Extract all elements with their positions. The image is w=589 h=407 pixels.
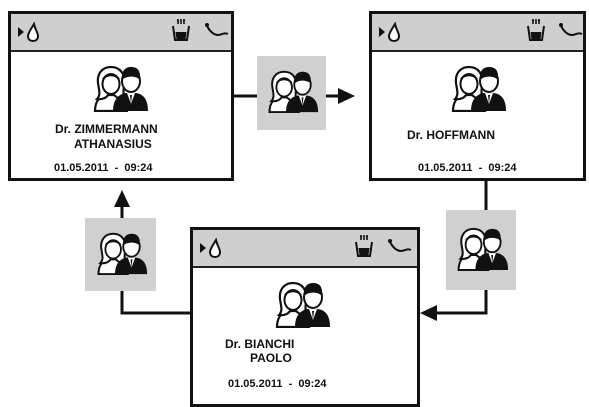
user-name-line1: Dr. BIANCHI [225,337,295,351]
separator: - [114,162,119,174]
hose-icon[interactable] [558,21,584,39]
cup-dispense-icon[interactable] [354,234,374,258]
time: 09:24 [298,378,327,390]
two-users-icon [271,280,331,328]
status-bar [193,230,417,268]
two-users-icon [89,64,149,112]
date-time: 01.05.2011 - 09:24 [418,162,517,174]
hose-icon[interactable] [204,21,230,39]
play-drop-icon[interactable] [199,238,225,258]
user-screen-2: Dr. HOFFMANN 01.05.2011 - 09:24 [369,11,586,181]
cup-dispense-icon[interactable] [171,18,191,42]
switch-user-icon [93,231,148,275]
status-bar [11,14,231,52]
status-bar [372,14,583,52]
hose-icon[interactable] [387,237,413,255]
arrow-head-up [114,190,130,207]
separator: - [288,378,293,390]
arrow-head-left [420,305,437,321]
user-screen-3: Dr. BIANCHI PAOLO 01.05.2011 - 09:24 [190,227,420,407]
user-screen-1: Dr. ZIMMERMANN ATHANASIUS 01.05.2011 - 0… [8,11,234,181]
date: 01.05.2011 [418,162,473,174]
switch-user-tile-right[interactable] [446,210,516,290]
play-drop-icon[interactable] [17,22,43,42]
date-time: 01.05.2011 - 09:24 [54,162,153,174]
arrow-head-right [338,88,355,104]
user-name-line1: Dr. HOFFMANN [407,128,495,142]
play-drop-icon[interactable] [378,22,404,42]
user-name-line2: ATHANASIUS [74,137,152,151]
user-name-line2: PAOLO [250,351,292,365]
separator: - [478,162,483,174]
time: 09:24 [124,162,153,174]
switch-user-tile-top[interactable] [257,56,326,130]
user-name-line1: Dr. ZIMMERMANN [55,122,158,136]
switch-user-icon [264,69,319,113]
switch-user-icon [453,226,509,271]
cup-dispense-icon[interactable] [526,18,546,42]
date: 01.05.2011 [54,162,109,174]
date-time: 01.05.2011 - 09:24 [228,378,327,390]
time: 09:24 [488,162,517,174]
date: 01.05.2011 [228,378,283,390]
two-users-icon [447,64,507,112]
switch-user-tile-left[interactable] [85,218,156,291]
